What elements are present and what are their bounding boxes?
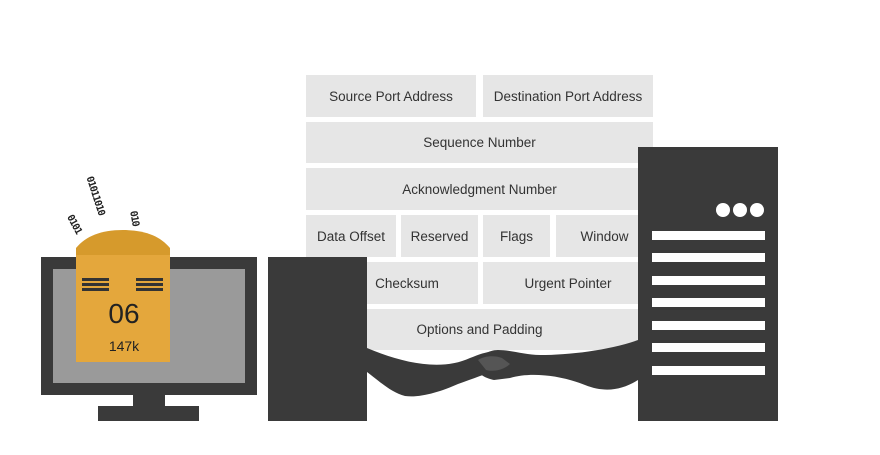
field-sequence-number-label: Sequence Number: [423, 135, 536, 150]
envelope-line: [136, 283, 163, 286]
field-source-port-label: Source Port Address: [329, 88, 453, 104]
field-urgent-pointer-label: Urgent Pointer: [524, 275, 612, 291]
field-options-padding-label: Options and Padding: [416, 322, 543, 337]
envelope-line: [82, 288, 109, 291]
client-block: [268, 257, 367, 421]
server-led-icon: [750, 203, 764, 217]
server-drive-bay: [652, 276, 765, 285]
envelope-line: [136, 278, 163, 281]
field-flags-label: Flags: [499, 228, 533, 244]
field-destination-port: Destination Port Address: [483, 75, 653, 117]
packet-protocol-number: 06: [108, 298, 140, 329]
field-window-label: Window: [580, 228, 629, 244]
server-drive-bay: [652, 343, 765, 352]
server-drive-bay: [652, 253, 765, 262]
server-drive-bay: [652, 321, 765, 330]
field-flags: Flags: [483, 215, 550, 257]
server-drive-bay: [652, 366, 765, 375]
field-window: Window: [556, 215, 653, 257]
field-checksum-label: Checksum: [375, 275, 439, 291]
field-reserved-label: Reserved: [410, 228, 469, 244]
packet-size: 147k: [108, 338, 140, 354]
envelope-line: [82, 283, 109, 286]
field-acknowledgment-number: Acknowledgment Number: [306, 168, 653, 210]
server-drive-bay: [652, 231, 765, 240]
field-destination-port-label: Destination Port Address: [493, 88, 643, 104]
field-data-offset: Data Offset: [306, 215, 396, 257]
envelope-line: [136, 288, 163, 291]
field-sequence-number: Sequence Number: [306, 122, 653, 163]
field-urgent-pointer: Urgent Pointer: [483, 262, 653, 304]
monitor-base: [98, 406, 199, 421]
field-acknowledgment-number-label: Acknowledgment Number: [402, 181, 557, 197]
binary-bits-right: 010: [127, 210, 141, 227]
monitor-neck: [133, 395, 165, 406]
server-led-icon: [716, 203, 730, 217]
field-reserved: Reserved: [401, 215, 478, 257]
server-led-icon: [733, 203, 747, 217]
field-source-port: Source Port Address: [306, 75, 476, 117]
envelope-line: [82, 278, 109, 281]
server-drive-bay: [652, 298, 765, 307]
field-data-offset-label: Data Offset: [316, 228, 386, 244]
